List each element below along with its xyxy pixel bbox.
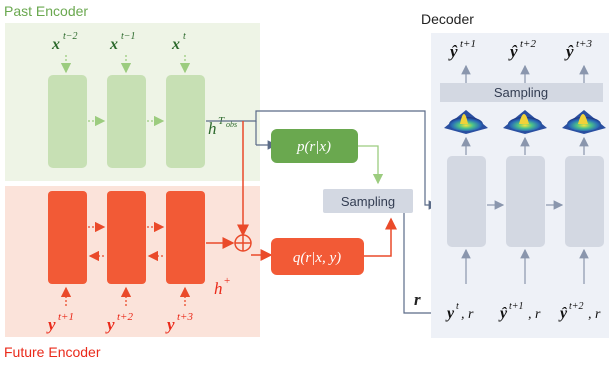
past-encoder-title: Past Encoder bbox=[4, 3, 88, 19]
svg-text:ŷ: ŷ bbox=[558, 305, 568, 322]
svg-text:x: x bbox=[109, 36, 118, 53]
future-encoder: y t+1 y t+2 y t+3 h + Future Encoder bbox=[4, 186, 260, 360]
svg-text:t+2: t+2 bbox=[520, 38, 536, 50]
future-input-y-t-plus-1: y t+1 bbox=[46, 311, 74, 334]
past-encoder-cell-3 bbox=[166, 75, 205, 168]
distribution-plot-icon bbox=[503, 110, 547, 134]
decoder-output-2: ŷ t+2 bbox=[508, 38, 536, 61]
svg-text:t+3: t+3 bbox=[177, 311, 193, 323]
svg-text:, r: , r bbox=[528, 307, 541, 322]
past-input-x-t: x t bbox=[171, 31, 186, 53]
svg-text:t+3: t+3 bbox=[576, 38, 592, 50]
latent-r-label: r bbox=[414, 290, 421, 309]
decoder-output-1: ŷ t+1 bbox=[448, 38, 476, 61]
future-encoder-cell-1 bbox=[48, 191, 87, 284]
decoder-input-1: y t , r bbox=[445, 301, 474, 322]
svg-text:t−1: t−1 bbox=[121, 31, 136, 42]
posterior-label: q(r|x, y) bbox=[293, 250, 341, 266]
svg-text:+: + bbox=[224, 275, 230, 287]
svg-text:t: t bbox=[183, 31, 186, 42]
past-encoder-cell-1 bbox=[48, 75, 87, 168]
decoder-cell-3 bbox=[565, 156, 604, 247]
posterior-box bbox=[271, 238, 364, 275]
svg-text:t: t bbox=[456, 301, 459, 312]
svg-text:t+2: t+2 bbox=[569, 301, 584, 312]
future-encoder-cell-2 bbox=[107, 191, 146, 284]
svg-text:obs: obs bbox=[226, 120, 237, 129]
decoder-sampling-label: Sampling bbox=[494, 85, 548, 100]
svg-text:x: x bbox=[171, 36, 180, 53]
svg-text:t+1: t+1 bbox=[58, 311, 74, 323]
future-input-y-t-plus-2: y t+2 bbox=[105, 311, 133, 334]
svg-text:y: y bbox=[445, 305, 455, 322]
past-encoder-cell-2 bbox=[107, 75, 146, 168]
svg-text:ŷ: ŷ bbox=[448, 42, 458, 61]
svg-text:t−2: t−2 bbox=[63, 31, 78, 42]
svg-text:ŷ: ŷ bbox=[508, 42, 518, 61]
past-input-x-t-minus-2: x t−2 bbox=[51, 31, 78, 53]
distribution-plot-icon bbox=[562, 110, 606, 134]
svg-text:h: h bbox=[208, 119, 217, 138]
decoder-input-3: ŷ t+2 , r bbox=[558, 301, 601, 322]
decoder-title: Decoder bbox=[421, 11, 474, 27]
svg-text:h: h bbox=[214, 279, 223, 298]
svg-text:y: y bbox=[165, 315, 175, 334]
decoder-cell-1 bbox=[447, 156, 486, 247]
concat-plus-icon bbox=[234, 234, 252, 252]
svg-text:, r: , r bbox=[588, 307, 601, 322]
svg-text:ŷ: ŷ bbox=[564, 42, 574, 61]
svg-text:y: y bbox=[46, 315, 56, 334]
prior-box bbox=[271, 129, 358, 163]
past-input-x-t-minus-1: x t−1 bbox=[109, 31, 136, 53]
future-encoder-title: Future Encoder bbox=[4, 344, 101, 360]
svg-text:t+2: t+2 bbox=[117, 311, 133, 323]
future-encoder-output-label: h + bbox=[214, 275, 230, 298]
future-input-y-t-plus-3: y t+3 bbox=[165, 311, 193, 334]
decoder: Decoder ŷ t+1 ŷ t+2 ŷ t+3 Sampling bbox=[421, 11, 609, 338]
svg-text:x: x bbox=[51, 36, 60, 53]
decoder-input-2: ŷ t+1 , r bbox=[498, 301, 541, 322]
past-encoder: Past Encoder x t−2 x t−1 x t h T obs bbox=[4, 3, 260, 181]
svg-text:ŷ: ŷ bbox=[498, 305, 508, 322]
prior-label: p(r|x) bbox=[296, 139, 331, 155]
svg-text:t+1: t+1 bbox=[460, 38, 476, 50]
center-sampling-box bbox=[323, 189, 413, 213]
svg-text:, r: , r bbox=[461, 307, 474, 322]
distribution-plot-icon bbox=[444, 110, 488, 134]
svg-text:t+1: t+1 bbox=[509, 301, 524, 312]
decoder-sampling-bar bbox=[440, 83, 603, 102]
center-sampling-label: Sampling bbox=[341, 194, 395, 209]
future-encoder-cell-3 bbox=[166, 191, 205, 284]
decoder-output-3: ŷ t+3 bbox=[564, 38, 592, 61]
svg-text:y: y bbox=[105, 315, 115, 334]
decoder-cell-2 bbox=[506, 156, 545, 247]
